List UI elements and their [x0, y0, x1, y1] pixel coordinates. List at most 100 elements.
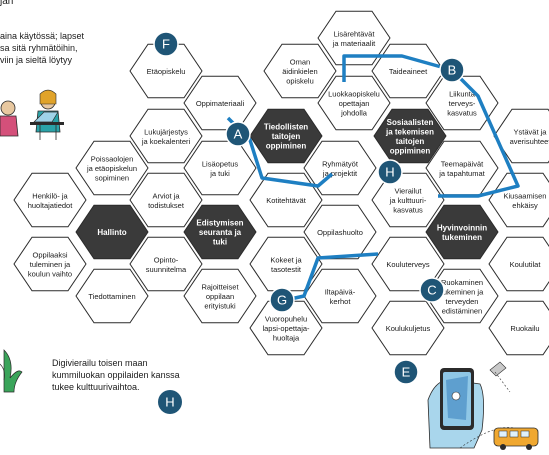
hex-label: Oppilaaksi [32, 251, 67, 260]
hex-shape [303, 204, 377, 260]
hex-label: Ruokailu [510, 324, 539, 333]
hex-label: taitojen [272, 132, 301, 141]
hex-label: ja tapahtumat [438, 169, 485, 178]
hex-tiedottaminen: Tiedottaminen [75, 268, 149, 324]
hex-label: ja etäopiskelun [86, 164, 137, 173]
hex-shape [371, 172, 445, 228]
hex-label: tuleminen ja [30, 260, 71, 269]
hex-shape [249, 236, 323, 292]
hex-label: kerhot [330, 297, 352, 306]
hex-label: opiskelu [286, 77, 314, 86]
hex-label: Vuoropuhelu [265, 315, 307, 324]
intro-line: aina käytössä; lapset [0, 31, 85, 41]
hex-label: terveyden [446, 297, 479, 306]
hex-shape [75, 140, 149, 196]
hex-shape [488, 236, 549, 292]
hex-label: Opinto- [154, 255, 179, 264]
hex-label: Kokeet ja [270, 255, 302, 264]
hex-label: ja projektit [322, 169, 358, 178]
badge-letter: H [385, 165, 394, 180]
hex-label: Ruokaminen [441, 278, 483, 287]
badge-a: A [225, 121, 251, 147]
badge-c: C [419, 277, 445, 303]
hex-shape [263, 43, 337, 99]
hex-label: huoltaja [273, 334, 300, 343]
hex-label: oppiminen [390, 146, 431, 155]
hex-label: ehkäisy [512, 201, 538, 210]
hex-label: tukeminen ja [441, 287, 484, 296]
hex-label: Iltapäivä- [325, 287, 356, 296]
intro-fragment: jan [0, 0, 14, 7]
hex-label: Poissaolojen [91, 155, 134, 164]
hex-shape [13, 236, 87, 292]
hex-label: Rajoitteiset [201, 283, 239, 292]
badge-letter: C [427, 283, 436, 298]
hex-shape [249, 300, 323, 356]
hex-label: Oman [290, 58, 310, 67]
badge-e: E [393, 359, 419, 385]
hex-shape [129, 236, 203, 292]
hex-hallinto: Hallinto [75, 204, 149, 260]
hex-label: ja tuki [209, 169, 230, 178]
hex-oppilashuolto: Oppilashuolto [303, 204, 377, 260]
hex-label: Edistymisen [196, 219, 243, 228]
hex-shape [129, 108, 203, 164]
hex-shape [13, 172, 87, 228]
badge-letter: B [448, 63, 457, 78]
hex-opintosuunnitelma: Opinto-suunnitelma [129, 236, 203, 292]
hex-shape [183, 268, 257, 324]
hex-label: kasvatus [393, 206, 423, 215]
hex-label: kasvatus [447, 109, 477, 118]
caption-badge: H [158, 390, 182, 414]
hex-label: Liikunta [449, 90, 476, 99]
hex-koulukuljetus: Koulukuljetus [371, 300, 445, 356]
hex-shape [183, 204, 257, 260]
hex-shape [75, 268, 149, 324]
hex-label: Hallinto [97, 228, 126, 237]
hex-katiehtavat: Kotitehtävät [249, 172, 323, 228]
hex-label: Henkilö- ja [32, 191, 68, 200]
path-line-g [285, 252, 379, 302]
phone-bus-illustration [427, 361, 539, 450]
caption-line: Digivierailu toisen maan [52, 358, 148, 368]
caption-line: tukee kulttuurivaihtoa. [52, 382, 140, 392]
hex-label: Teemapäivät [441, 159, 484, 168]
hex-label: oppilaan [206, 292, 234, 301]
badge-g: G [269, 287, 295, 313]
intro-line: viin ja sieltä löytyy [0, 55, 73, 65]
hex-shape [425, 204, 499, 260]
hex-label: ja materiaalit [332, 39, 376, 48]
hex-label: Hyvinvoinnin [437, 223, 487, 232]
hex-shape [488, 300, 549, 356]
hex-label: lapsi-opettaja- [262, 324, 310, 333]
hex-label: Koulukuljetus [386, 324, 431, 333]
hex-label: Taideaineet [389, 67, 428, 76]
hex-shape [425, 75, 499, 131]
hex-label: Lisäopetus [202, 159, 239, 168]
hex-shape [488, 172, 549, 228]
hex-label: erityistuki [204, 302, 236, 311]
hex-label: Lisärehtävät [334, 29, 376, 38]
hex-label: Vierailut [395, 187, 423, 196]
intro-text: aina käytössä; lapset sa sitä ryhmätöihi… [0, 30, 118, 66]
hex-label: Kouluterveys [386, 260, 430, 269]
hex-label: Luokkaopiskelu [328, 90, 380, 99]
hex-shape [129, 172, 203, 228]
hex-oppimateriaali: Oppimateriaali [183, 75, 257, 131]
hex-shape [129, 43, 203, 99]
hex-label: suunnitelma [146, 265, 187, 274]
hex-label: Sosiaalisten [387, 118, 434, 127]
